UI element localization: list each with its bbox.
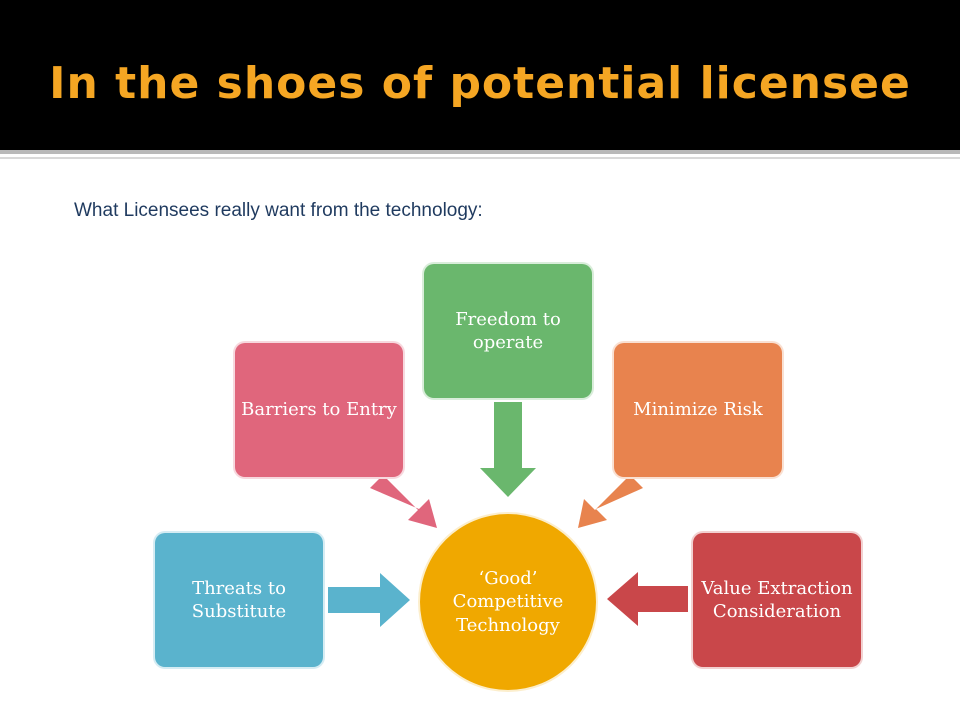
title-bar <box>0 0 960 150</box>
node-value-extraction: Value Extraction Consideration <box>691 531 863 669</box>
title-divider-thin <box>0 157 960 159</box>
slide-title: In the shoes of potential licensee <box>49 58 911 109</box>
arrow-barriers <box>370 475 437 528</box>
node-label: Threats to Substitute <box>191 577 287 622</box>
center-label: ‘Good’ Competitive Technology <box>452 567 564 636</box>
node-label: Freedom to operate <box>455 308 561 353</box>
arrow-risk <box>578 475 643 528</box>
title-divider <box>0 150 960 154</box>
slide-subtitle: What Licensees really want from the tech… <box>74 200 483 221</box>
node-minimize-risk: Minimize Risk <box>612 341 784 479</box>
arrow-value <box>607 572 688 626</box>
node-barriers-to-entry: Barriers to Entry <box>233 341 405 479</box>
node-label: Minimize Risk <box>633 399 763 421</box>
node-label: Barriers to Entry <box>241 399 397 421</box>
arrow-freedom <box>480 402 536 497</box>
node-label: Value Extraction Consideration <box>701 577 853 622</box>
arrow-threats <box>328 573 410 627</box>
node-threats-to-substitute: Threats to Substitute <box>153 531 325 669</box>
node-freedom-to-operate: Freedom to operate <box>422 262 594 400</box>
center-node-good-competitive-technology: ‘Good’ Competitive Technology <box>418 512 598 692</box>
